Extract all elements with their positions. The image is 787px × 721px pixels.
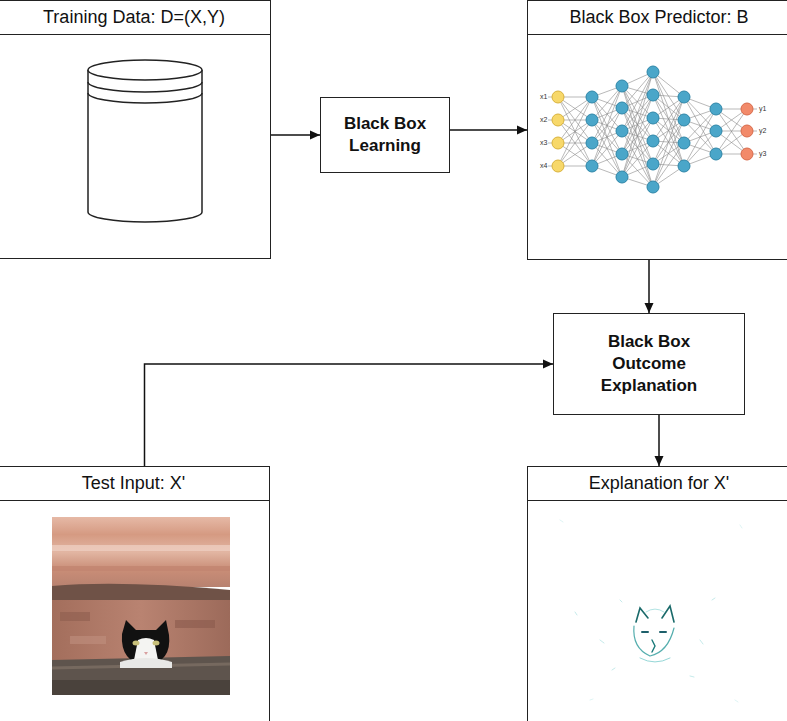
saliency-map xyxy=(560,520,742,702)
input-stub xyxy=(548,143,552,144)
neuron xyxy=(586,114,598,126)
neuron xyxy=(678,114,690,126)
neuron xyxy=(678,160,690,172)
neuron xyxy=(741,125,753,137)
titled-panel: Explanation for X' xyxy=(527,466,787,721)
network-link xyxy=(558,97,592,166)
neuron xyxy=(741,148,753,160)
input-stub xyxy=(548,97,552,98)
arrow-head xyxy=(543,360,553,369)
neuron xyxy=(710,103,722,115)
input-stub xyxy=(548,120,552,121)
input-stub xyxy=(548,166,552,167)
titled-panel: Training Data: D=(X,Y) xyxy=(0,0,271,259)
titled-panel: Black Box Predictor: B xyxy=(527,0,787,260)
neuron xyxy=(616,102,628,114)
panel-title: Explanation for X' xyxy=(528,467,787,501)
neuron xyxy=(616,80,628,92)
neuron xyxy=(616,148,628,160)
output-stub xyxy=(753,109,757,110)
panel-title: Test Input: X' xyxy=(0,467,269,501)
cat-photo xyxy=(52,517,230,695)
neuron xyxy=(647,89,659,101)
box-label: Black Box Learning xyxy=(330,113,440,157)
flow-arrow xyxy=(450,126,527,135)
box-label: Black Box Outcome Explanation xyxy=(593,331,705,397)
neuron xyxy=(710,148,722,160)
neuron xyxy=(647,112,659,124)
neuron-label: x1 xyxy=(540,93,547,101)
neuron-label: x3 xyxy=(540,139,547,147)
neuron xyxy=(552,137,564,149)
neuron-label: x4 xyxy=(540,162,547,170)
neuron-label: y2 xyxy=(759,127,766,135)
neuron xyxy=(647,66,659,78)
neuron xyxy=(647,135,659,147)
neuron-label: y3 xyxy=(759,150,766,158)
panel-title: Black Box Predictor: B xyxy=(528,1,787,35)
neuron xyxy=(678,91,690,103)
flow-arrow xyxy=(655,415,664,466)
neuron xyxy=(552,160,564,172)
process-box: Black Box Outcome Explanation xyxy=(553,313,745,415)
output-stub xyxy=(753,154,757,155)
arrow-head xyxy=(645,303,654,313)
neuron xyxy=(586,160,598,172)
connector-line xyxy=(450,129,527,131)
output-stub xyxy=(753,131,757,132)
neuron xyxy=(616,125,628,137)
network-link xyxy=(592,131,622,166)
neuron xyxy=(741,103,753,115)
arrow-head xyxy=(517,126,527,135)
database-cylinder xyxy=(88,60,202,222)
neuron xyxy=(552,91,564,103)
network-link xyxy=(653,120,684,187)
connector-line xyxy=(145,364,554,466)
neuron xyxy=(710,125,722,137)
neuron xyxy=(616,171,628,183)
neuron xyxy=(647,181,659,193)
arrow-head xyxy=(310,131,320,140)
process-box: Black Box Learning xyxy=(320,97,450,173)
arrow-head xyxy=(655,456,664,466)
network-link xyxy=(622,141,653,177)
neuron-label: x2 xyxy=(540,116,547,124)
network-link xyxy=(684,131,716,166)
neuron xyxy=(586,91,598,103)
flow-arrow xyxy=(271,131,320,140)
flow-arrow xyxy=(645,260,654,313)
neuron xyxy=(678,137,690,149)
titled-panel: Test Input: X' xyxy=(0,466,270,721)
neuron xyxy=(586,137,598,149)
neuron xyxy=(552,114,564,126)
flow-arrow xyxy=(145,360,554,467)
neuron-label: y1 xyxy=(759,105,766,113)
network-link xyxy=(558,97,592,166)
neural-network xyxy=(548,66,757,193)
panel-title: Training Data: D=(X,Y) xyxy=(0,1,270,35)
neuron xyxy=(647,158,659,170)
